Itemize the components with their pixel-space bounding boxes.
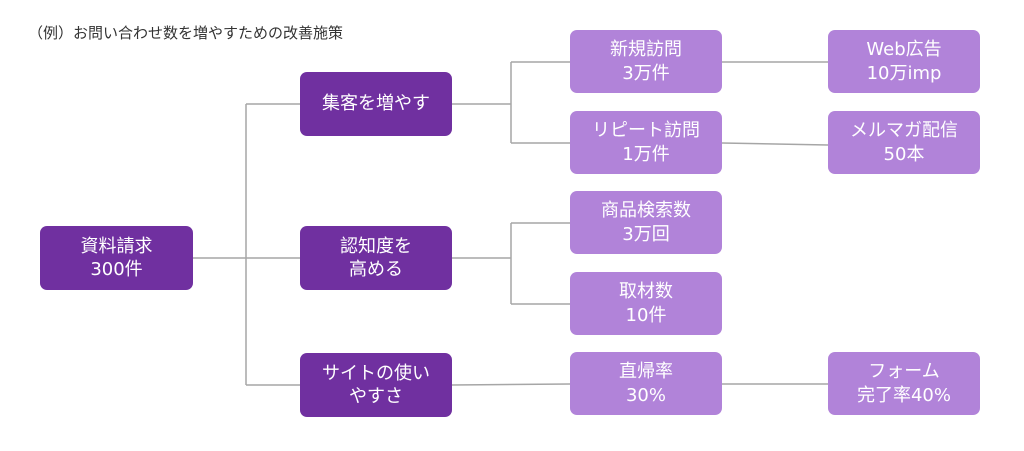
- node-label: フォーム: [868, 361, 940, 383]
- node-label: サイトの使い: [322, 362, 430, 384]
- node-label: 資料請求: [80, 235, 153, 257]
- node-label: 取材数: [619, 281, 673, 303]
- node-interviews: 取材数 10件: [570, 272, 722, 335]
- connector-usability-link: [451, 383, 571, 386]
- node-value: 3万件: [622, 62, 670, 84]
- node-label: 集客を増やす: [322, 93, 430, 115]
- node-increase-traffic: 集客を増やす: [300, 72, 452, 136]
- diagram-caption: （例）お問い合わせ数を増やすための改善施策: [28, 24, 344, 42]
- node-value: 3万回: [622, 223, 670, 245]
- node-mail-magazine: メルマガ配信 50本: [828, 111, 980, 174]
- node-form-completion: フォーム 完了率40%: [828, 352, 980, 415]
- node-label: メルマガ配信: [850, 120, 958, 142]
- node-label: 認知度を: [340, 235, 412, 257]
- node-value: 50本: [883, 143, 925, 165]
- node-value: 10件: [625, 304, 667, 326]
- node-label: リピート訪問: [592, 120, 700, 142]
- node-label-2: 高める: [349, 259, 403, 280]
- node-label-2: やすさ: [349, 386, 403, 407]
- node-label: 新規訪問: [610, 39, 682, 61]
- node-value: 10万imp: [866, 62, 942, 84]
- connector-traffic-bus: [452, 61, 570, 144]
- node-value: 30%: [625, 384, 666, 406]
- node-value: 完了率40%: [856, 384, 951, 406]
- node-label: 直帰率: [619, 361, 673, 383]
- node-web-ads: Web広告 10万imp: [828, 30, 980, 93]
- connector-awareness-bus: [452, 222, 570, 305]
- node-label: 商品検索数: [601, 200, 691, 222]
- node-value: 1万件: [622, 143, 670, 165]
- connector-repeat-mail: [721, 142, 829, 146]
- node-new-visits: 新規訪問 3万件: [570, 30, 722, 93]
- node-bounce-rate: 直帰率 30%: [570, 352, 722, 415]
- node-product-searches: 商品検索数 3万回: [570, 191, 722, 254]
- node-repeat-visits: リピート訪問 1万件: [570, 111, 722, 174]
- node-raise-awareness: 認知度を 高める: [300, 226, 452, 290]
- node-value: 300件: [90, 259, 143, 280]
- node-label: Web広告: [866, 39, 942, 61]
- node-site-usability: サイトの使い やすさ: [300, 353, 452, 417]
- connector-root-bus: [193, 103, 300, 386]
- node-document-requests: 資料請求 300件: [40, 226, 193, 290]
